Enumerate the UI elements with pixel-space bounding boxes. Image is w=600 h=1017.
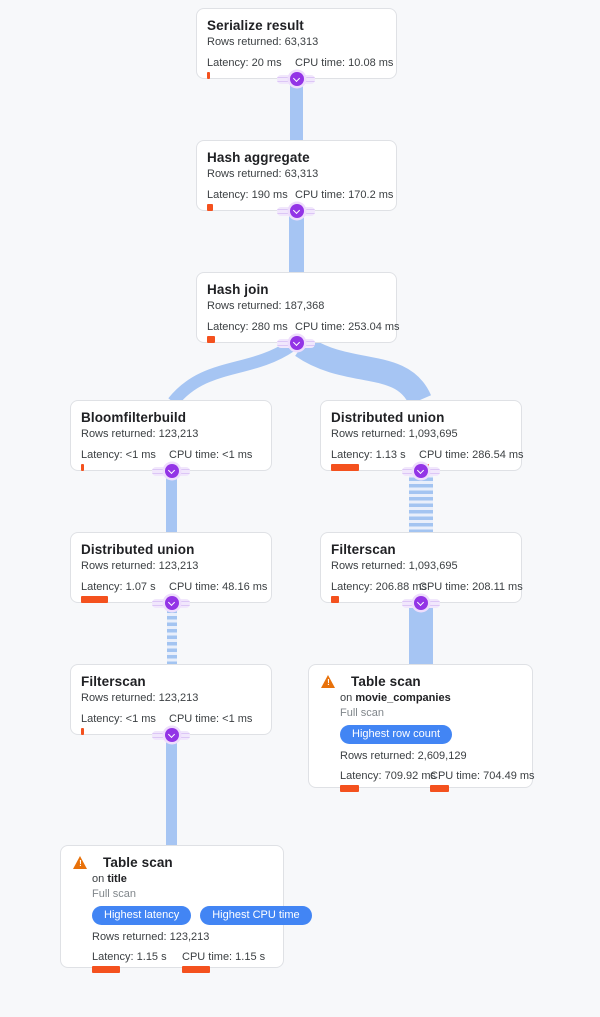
node-title: Table scan bbox=[351, 674, 421, 689]
rows-returned: Rows returned: 123,213 bbox=[81, 692, 199, 704]
node-title: Table scan bbox=[103, 855, 173, 870]
latency-label: Latency: 1.07 s bbox=[81, 581, 156, 593]
scan-type-label: Full scan bbox=[92, 888, 137, 900]
latency-bar bbox=[207, 204, 213, 211]
latency-label: Latency: 190 ms bbox=[207, 189, 288, 201]
latency-bar bbox=[81, 464, 84, 471]
cpu-time-label: CPU time: 286.54 ms bbox=[419, 449, 524, 461]
cpu-time-label: CPU time: 10.08 ms bbox=[295, 57, 394, 69]
latency-bar bbox=[207, 336, 215, 343]
table-name: title bbox=[107, 873, 127, 885]
node-filterscan-right[interactable]: Filterscan Rows returned: 1,093,695 Late… bbox=[320, 532, 523, 603]
node-bloomfilterbuild[interactable]: Bloomfilterbuild Rows returned: 123,213 … bbox=[70, 400, 272, 471]
latency-label: Latency: 20 ms bbox=[207, 57, 282, 69]
latency-label: Latency: 206.88 ms bbox=[331, 581, 428, 593]
table-name-line: on movie_companies bbox=[340, 692, 451, 704]
latency-bar bbox=[331, 464, 359, 471]
table-name: movie_companies bbox=[355, 692, 451, 704]
cpu-time-bar bbox=[430, 785, 449, 792]
node-title: Hash join bbox=[207, 282, 269, 297]
rows-returned: Rows returned: 63,313 bbox=[207, 36, 319, 48]
chevron-down-icon bbox=[167, 466, 175, 474]
chevron-down-icon bbox=[416, 466, 425, 474]
latency-label: Latency: 1.13 s bbox=[331, 449, 406, 461]
node-title: Bloomfilterbuild bbox=[81, 410, 187, 425]
chevron-down-icon bbox=[292, 338, 300, 346]
node-distributed-union-left[interactable]: Distributed union Rows returned: 123,213… bbox=[70, 532, 272, 603]
latency-bar bbox=[340, 785, 359, 792]
latency-bar bbox=[207, 72, 210, 79]
collapse-button-serialize[interactable] bbox=[289, 72, 304, 86]
collapse-button-filterscan-left[interactable] bbox=[164, 728, 179, 742]
node-title: Distributed union bbox=[81, 542, 195, 557]
latency-label: Latency: 1.15 s bbox=[92, 951, 167, 963]
cpu-time-label: CPU time: <1 ms bbox=[169, 449, 253, 461]
node-title: Distributed union bbox=[331, 410, 445, 425]
chevron-down-icon bbox=[416, 598, 425, 606]
collapse-button-dist-union-right[interactable] bbox=[414, 464, 428, 478]
rows-returned: Rows returned: 123,213 bbox=[81, 428, 199, 440]
rows-returned: Rows returned: 123,213 bbox=[92, 931, 210, 943]
edge-dist-union-left-to-filterscan-left bbox=[167, 603, 177, 665]
latency-bar bbox=[92, 966, 120, 973]
cpu-time-bar bbox=[182, 966, 210, 973]
badge-highest-cpu-time: Highest CPU time bbox=[200, 906, 312, 925]
rows-returned: Rows returned: 2,609,129 bbox=[340, 750, 467, 762]
cpu-time-label: CPU time: 208.11 ms bbox=[419, 581, 523, 593]
latency-label: Latency: <1 ms bbox=[81, 713, 156, 725]
chevron-down-icon bbox=[292, 206, 300, 214]
chevron-down-icon bbox=[167, 598, 175, 606]
collapse-button-dist-union-left[interactable] bbox=[164, 596, 179, 610]
node-title: Filterscan bbox=[331, 542, 396, 557]
chevron-down-icon bbox=[292, 74, 300, 82]
edge-filterscan-left-to-tablescan-left bbox=[166, 735, 177, 846]
latency-label: Latency: 280 ms bbox=[207, 321, 288, 333]
table-name-line: on title bbox=[92, 873, 127, 885]
cpu-time-label: CPU time: 48.16 ms bbox=[169, 581, 268, 593]
edge-fork-hash-join bbox=[168, 340, 432, 406]
chevron-down-icon bbox=[167, 730, 175, 738]
node-distributed-union-right[interactable]: Distributed union Rows returned: 1,093,6… bbox=[320, 400, 524, 471]
rows-returned: Rows returned: 1,093,695 bbox=[331, 428, 458, 440]
node-hash-aggregate[interactable]: Hash aggregate Rows returned: 63,313 Lat… bbox=[196, 140, 397, 211]
latency-label: Latency: <1 ms bbox=[81, 449, 156, 461]
collapse-button-bloomfilterbuild[interactable] bbox=[164, 464, 179, 478]
latency-bar bbox=[331, 596, 339, 603]
node-title: Hash aggregate bbox=[207, 150, 310, 165]
scan-type-label: Full scan bbox=[340, 707, 385, 719]
node-filterscan-left[interactable]: Filterscan Rows returned: 123,213 Latenc… bbox=[70, 664, 272, 735]
node-table-scan-movie-companies[interactable]: ! Table scan on movie_companies Full sca… bbox=[308, 664, 535, 792]
collapse-button-hash-join[interactable] bbox=[289, 336, 304, 350]
node-title: Serialize result bbox=[207, 18, 304, 33]
edge-bloom-to-dist-union-left bbox=[166, 471, 177, 533]
node-hash-join[interactable]: Hash join Rows returned: 187,368 Latency… bbox=[196, 272, 400, 343]
latency-bar bbox=[81, 596, 108, 603]
node-serialize-result[interactable]: Serialize result Rows returned: 63,313 L… bbox=[196, 8, 397, 79]
edge-hash-aggregate-to-hash-join bbox=[289, 211, 304, 273]
rows-returned: Rows returned: 63,313 bbox=[207, 168, 319, 180]
cpu-time-label: CPU time: <1 ms bbox=[169, 713, 253, 725]
warning-icon: ! bbox=[321, 675, 336, 688]
latency-label: Latency: 709.92 ms bbox=[340, 770, 437, 782]
collapse-button-filterscan-right[interactable] bbox=[414, 596, 428, 610]
cpu-time-label: CPU time: 170.2 ms bbox=[295, 189, 394, 201]
badge-highest-row-count: Highest row count bbox=[340, 725, 453, 744]
edge-dist-union-right-to-filterscan-right bbox=[409, 471, 433, 533]
latency-bar bbox=[81, 728, 84, 735]
node-title: Filterscan bbox=[81, 674, 146, 689]
cpu-time-label: CPU time: 704.49 ms bbox=[430, 770, 535, 782]
rows-returned: Rows returned: 1,093,695 bbox=[331, 560, 458, 572]
edge-serialize-to-hash-aggregate bbox=[290, 79, 303, 141]
collapse-button-hash-aggregate[interactable] bbox=[289, 204, 304, 218]
edge-filterscan-right-to-tablescan-right bbox=[409, 603, 433, 665]
rows-returned: Rows returned: 187,368 bbox=[207, 300, 325, 312]
node-table-scan-title[interactable]: ! Table scan on title Full scan Highest … bbox=[60, 845, 312, 973]
cpu-time-label: CPU time: 1.15 s bbox=[182, 951, 266, 963]
warning-icon: ! bbox=[73, 856, 88, 869]
badge-highest-latency: Highest latency bbox=[92, 906, 192, 925]
cpu-time-label: CPU time: 253.04 ms bbox=[295, 321, 400, 333]
rows-returned: Rows returned: 123,213 bbox=[81, 560, 199, 572]
